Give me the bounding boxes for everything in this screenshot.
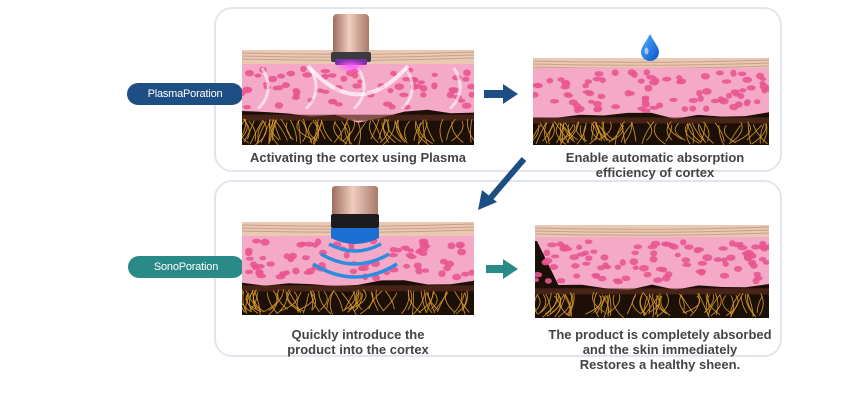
caption-step-3: Quickly introduce the product into the c… [287, 327, 429, 357]
right-arrow-icon [484, 84, 518, 104]
water-drop-icon [641, 34, 659, 61]
caption-step-1: Activating the cortex using Plasma [249, 150, 466, 165]
plasma-device-icon [331, 14, 371, 73]
skin-image-fully-absorbed [535, 225, 769, 318]
sono-poration-label: SonoPoration [128, 256, 244, 278]
ultrasound-device-icon [312, 186, 398, 279]
right-arrow-teal-icon [486, 259, 518, 279]
plasma-poration-label: PlasmaPoration [127, 83, 243, 105]
down-left-arrow-icon [478, 157, 527, 210]
skin-image-absorption [533, 58, 769, 145]
caption-step-4: The product is completely absorbed and t… [548, 327, 772, 372]
caption-step-2: Enable automatic absorption efficiency o… [565, 150, 745, 180]
